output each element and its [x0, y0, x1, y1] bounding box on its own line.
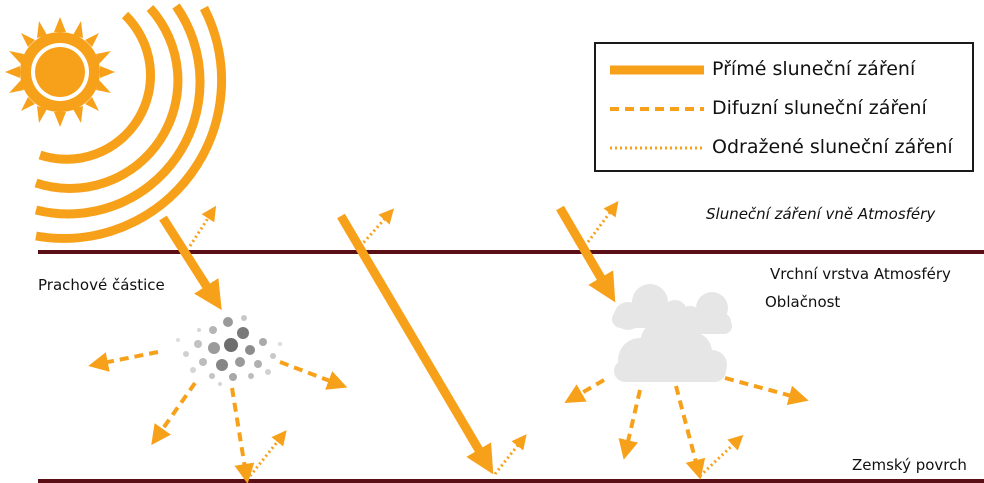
- legend-label-reflected: Odražené sluneční záření: [712, 136, 953, 158]
- legend-row-reflected: Odražené sluneční záření: [596, 132, 972, 162]
- legend-swatch-solid: [610, 65, 704, 75]
- direct-arrow-to-dust: [159, 215, 222, 311]
- diffuse-arrows-cloud: [564, 376, 809, 480]
- legend-box: Přímé sluneční záření Difuzní sluneční z…: [594, 42, 974, 172]
- legend-swatch-dashed: [610, 107, 704, 111]
- diffuse-arrows-dust: [88, 350, 348, 483]
- cloud-icon: [612, 284, 732, 382]
- legend-row-direct: Přímé sluneční záření: [596, 54, 972, 84]
- legend-row-diffuse: Difuzní sluneční záření: [596, 93, 972, 123]
- label-outside-atmosphere: Sluneční záření vně Atmosféry: [706, 205, 936, 223]
- direct-radiation-arrows: [159, 205, 616, 475]
- label-upper-atmosphere: Vrchní vrstva Atmosféry: [770, 265, 951, 283]
- reflected-radiation-arrows: [188, 200, 744, 478]
- dust-particles-icon: [176, 315, 282, 386]
- legend-label-direct: Přímé sluneční záření: [712, 58, 916, 80]
- label-dust-particles: Prachové částice: [38, 276, 165, 294]
- direct-arrow-to-ground: [337, 213, 494, 475]
- label-cloudiness: Oblačnost: [765, 293, 841, 311]
- sun-icon: [5, 3, 227, 243]
- legend-label-diffuse: Difuzní sluneční záření: [712, 97, 927, 119]
- label-earth-surface: Zemský povrch: [852, 456, 967, 474]
- legend-swatch-dotted: [610, 146, 704, 150]
